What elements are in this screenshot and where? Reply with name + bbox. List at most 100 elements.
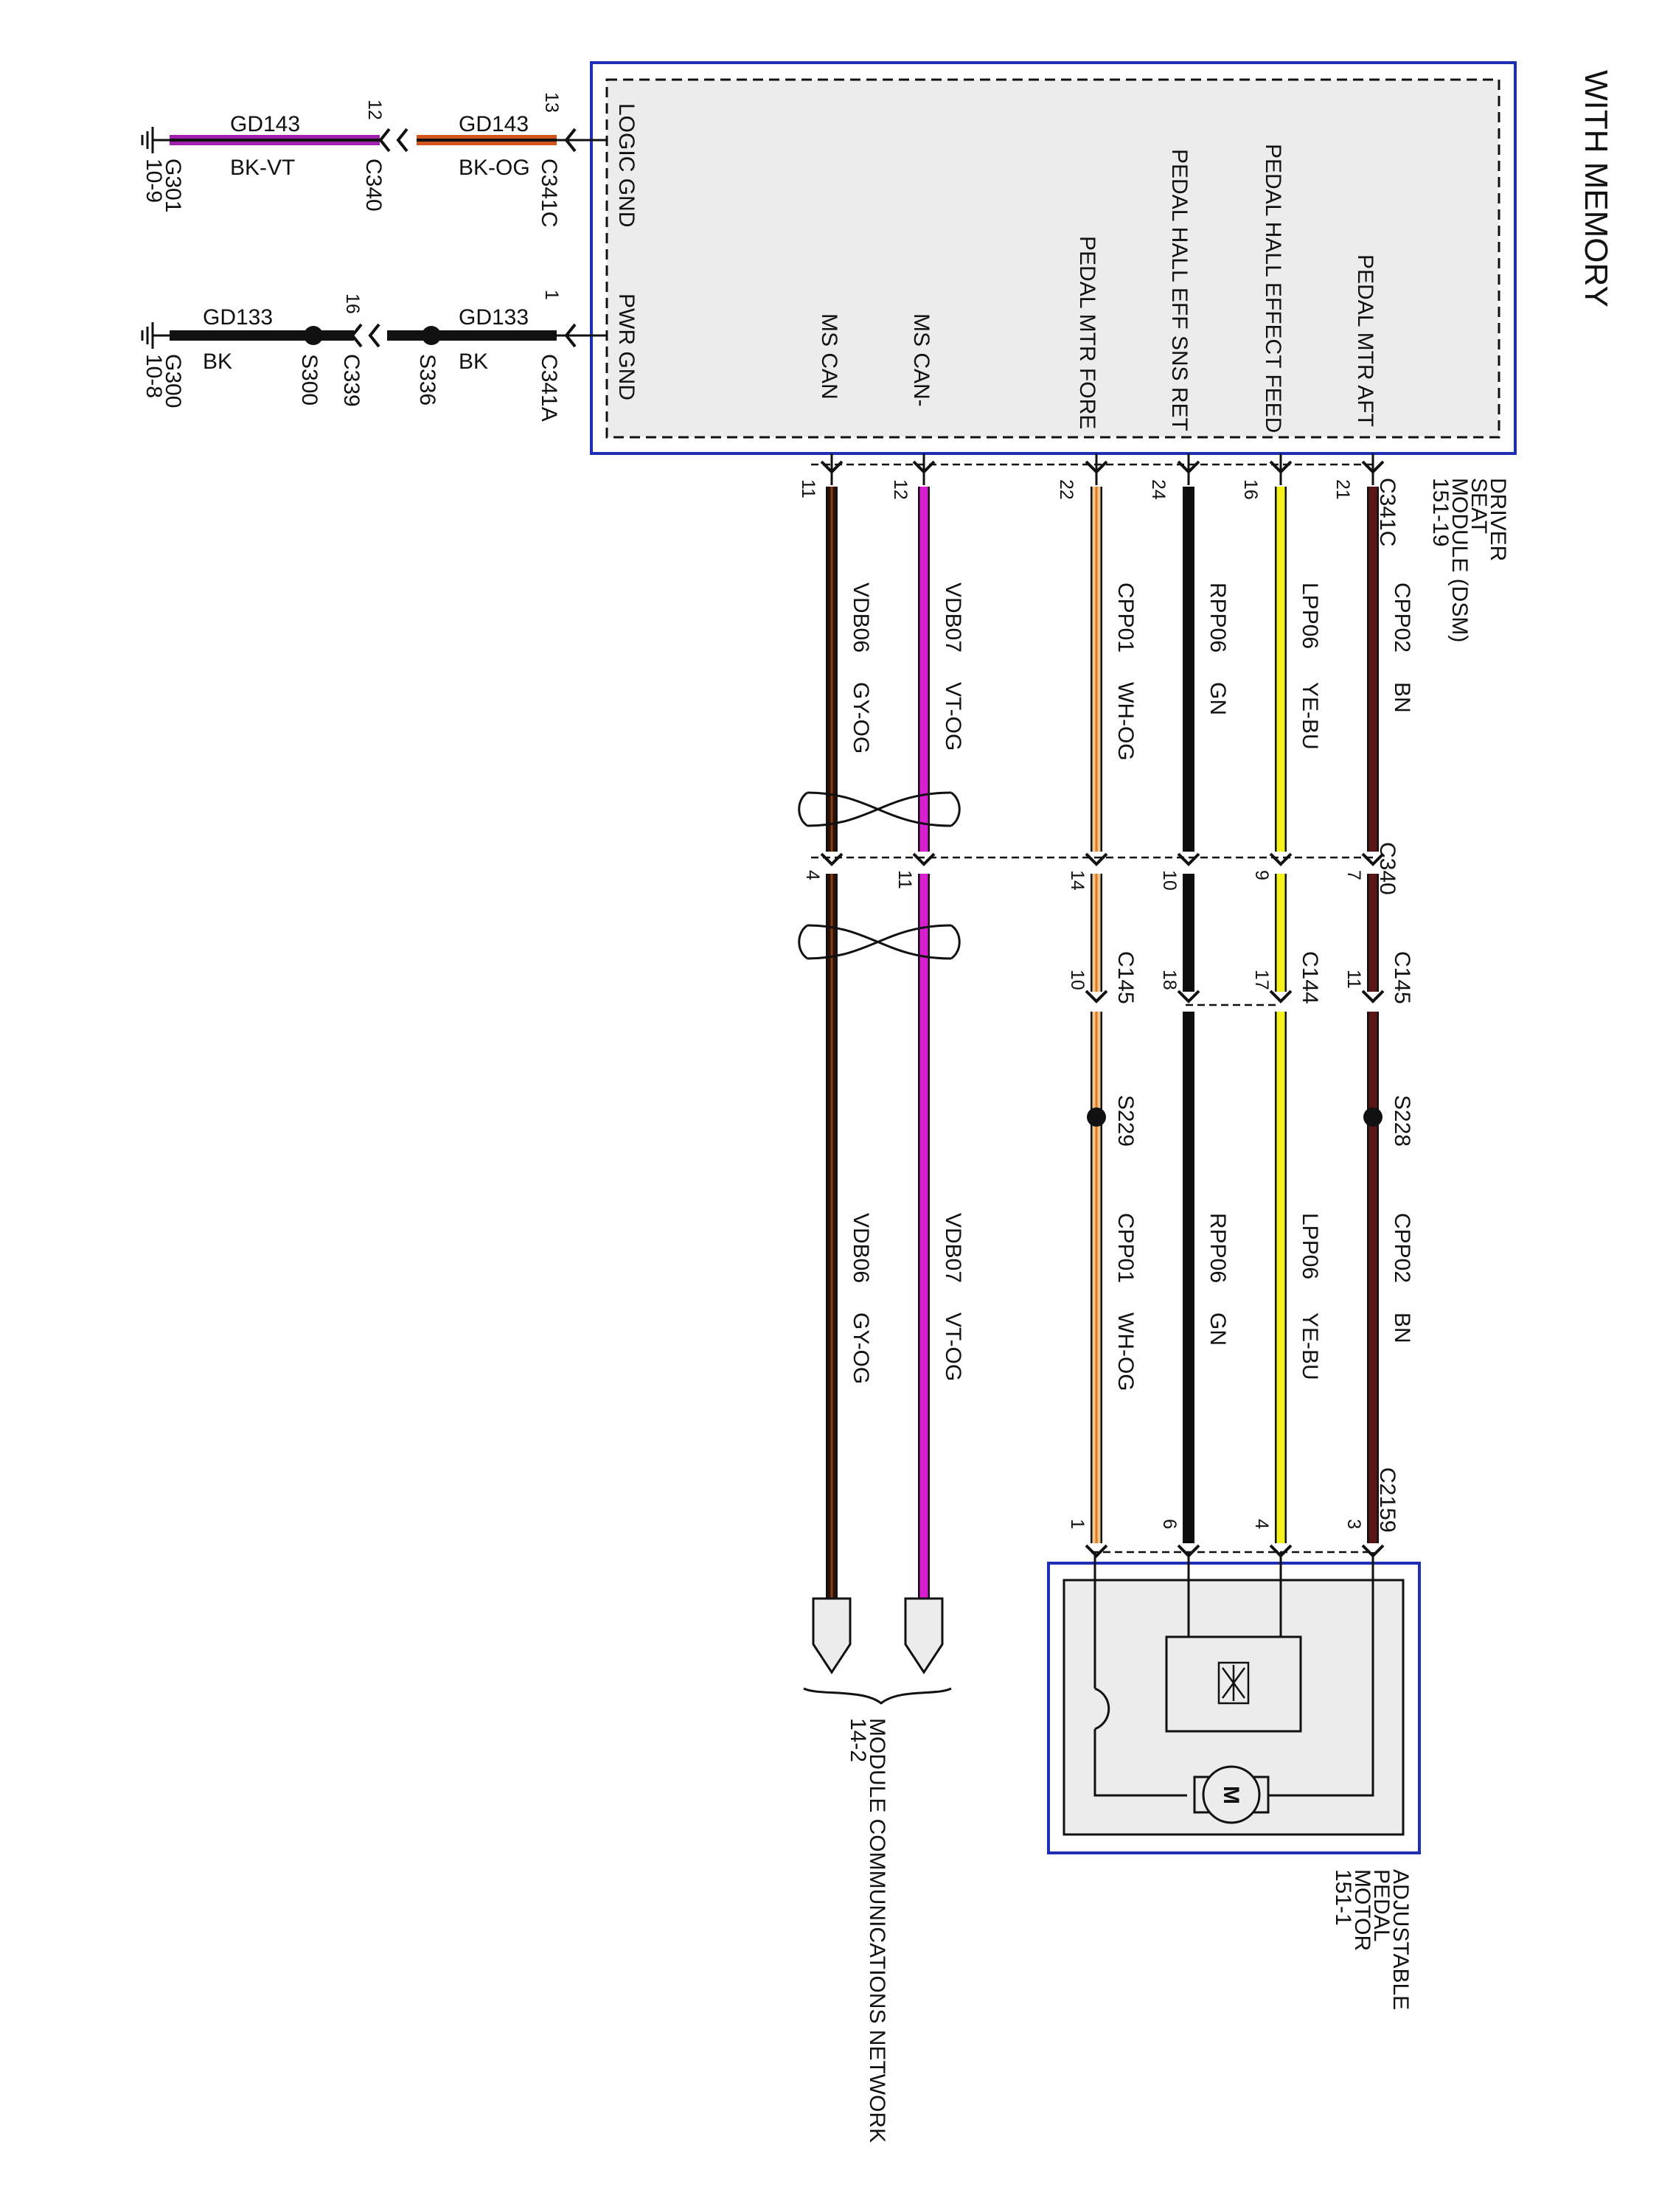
connector-arrow-1 [1269,460,1293,474]
svg-text:SEAT: SEAT [1467,478,1491,534]
svg-text:ADJUSTABLE: ADJUSTABLE [1388,1869,1413,2010]
svg-text:PEDAL MTR AFT: PEDAL MTR AFT [1353,254,1377,427]
dsm-module-inner [605,78,1500,439]
splice-label: S229 [1113,1095,1138,1147]
svg-text:16: 16 [1240,479,1261,500]
c340-pin-number: 7 [1343,870,1364,880]
wire-color-label: BN [1390,682,1414,713]
network-name: MODULE COMMUNICATIONS NETWORK [865,1718,889,2143]
svg-text:S336: S336 [415,354,439,406]
svg-text:MS CAN: MS CAN [817,313,841,400]
svg-text:PEDAL HALL EFF SNS RET: PEDAL HALL EFF SNS RET [1167,149,1192,431]
motor-box [1047,1562,1421,1854]
svg-text:PEDAL HALL EFFECT FEED: PEDAL HALL EFFECT FEED [1261,144,1285,433]
dsm-name: DRIVER SEAT MODULE (DSM) 151-19 [1428,478,1510,642]
connector-arrow-5 [820,852,844,866]
page-title: WITH MEMORY [1578,70,1614,307]
svg-text:PEDAL: PEDAL [1369,1869,1394,1941]
svg-text:PEDAL MTR FORE: PEDAL MTR FORE [1075,236,1099,429]
connector-arrow-2 [1177,990,1200,1004]
svg-text:GD143: GD143 [459,112,529,136]
connector-arrow-0 [1361,460,1385,474]
wire-color-label: WH-OG [1113,682,1138,761]
connector-arrow-3 [1085,1544,1108,1558]
svg-text:1: 1 [541,290,562,300]
wire-circuit-label-lower: VDB07 [941,1213,965,1283]
wire-color-label-lower: GN [1206,1312,1230,1346]
svg-text:12: 12 [364,100,385,120]
c145-pin-number: 10 [1067,970,1088,990]
connector-arrow-4 [912,460,936,474]
motor-name: ADJUSTABLE PEDAL MOTOR 151-1 [1331,1869,1413,2010]
ground-circuit-power-labels: GD133 BK GD133 BK 1 C341A S336 16 C339 S… [142,290,562,422]
c145-connector-label: C145 [1390,951,1414,1004]
svg-text:22: 22 [1056,479,1077,500]
connector-arrow-2 [1177,852,1200,866]
ground-circuit-logic-labels: GD143 BK-OG GD143 BK-VT 13 C341C 12 C340… [142,92,562,227]
svg-text:BK: BK [203,349,232,374]
wire-color-label-lower: VT-OG [941,1312,965,1381]
c340-pin-number: 9 [1251,870,1272,880]
connector-arrow-5 [820,460,844,474]
svg-text:21: 21 [1332,479,1353,500]
wire-color-label-lower: GY-OG [849,1312,873,1384]
c2159-label: C2159 [1375,1467,1399,1532]
wire-circuit-label: RPP06 [1206,582,1230,653]
svg-text:GD133: GD133 [459,305,529,330]
svg-text:BK-VT: BK-VT [230,156,295,180]
svg-text:S300: S300 [297,354,321,406]
svg-text:C339: C339 [339,354,364,407]
splice-dot-0 [1363,1107,1382,1127]
svg-text:G301: G301 [161,159,185,212]
svg-text:13: 13 [541,92,562,113]
connector-arrow-2 [1177,460,1200,474]
svg-text:10-9: 10-9 [142,159,166,203]
wire-circuit-label-lower: VDB06 [849,1213,873,1283]
network-connector-vdb07 [904,1597,944,1674]
wire-color-label: GN [1206,682,1230,715]
wire-circuit-label-lower: RPP06 [1206,1213,1230,1283]
wire-circuit-label: LPP06 [1298,582,1322,649]
splice-dot-3 [1087,1107,1106,1127]
wire-color-label: YE-BU [1298,682,1322,750]
svg-text:24: 24 [1148,479,1169,500]
ground-circuit-power [141,322,607,349]
c2159-pin-number: 6 [1159,1519,1180,1529]
svg-text:BK: BK [459,349,488,374]
svg-text:151-19: 151-19 [1428,478,1453,546]
svg-text:GD143: GD143 [230,112,300,136]
svg-text:12: 12 [890,479,911,500]
connector-arrow-3 [1085,990,1108,1004]
network-brace [803,1687,952,1705]
motor-internal-wiring [1093,1552,1374,1797]
svg-text:11: 11 [798,479,818,498]
splice-label: S228 [1390,1095,1414,1147]
wire-circuit-label-lower: CPP01 [1113,1213,1138,1283]
svg-text:151-1: 151-1 [1331,1869,1355,1926]
wire-circuit-label: CPP02 [1390,582,1414,653]
wire-circuit-label: CPP01 [1113,582,1138,653]
c145-pin-number: 11 [1343,970,1364,989]
connector-arrow-3 [1085,460,1108,474]
connector-arrow-1 [1269,852,1293,866]
connector-arrow-4 [912,852,936,866]
c2159-pin-number: 4 [1251,1519,1272,1529]
wire-color-label-lower: YE-BU [1298,1312,1322,1380]
twisted-pair-upper [798,791,961,827]
svg-text:PWR GND: PWR GND [614,293,639,400]
dsm-pin-numbers: 21 16 24 22 12 11 [798,479,1353,500]
svg-text:C341A: C341A [537,354,561,422]
svg-text:G300: G300 [161,354,185,408]
c145-pin-number: 18 [1159,970,1180,990]
svg-text:M: M [1219,1786,1243,1804]
wire-circuit-label: VDB07 [941,582,965,653]
svg-text:MS CAN-: MS CAN- [909,313,933,407]
dsm-pin-labels: PEDAL MTR AFT PEDAL HALL EFFECT FEED PED… [614,103,1377,433]
twisted-pair-lower [798,924,961,960]
motor-icon: M [1193,1765,1270,1824]
dsm-module-box [590,61,1517,455]
network-connector-vdb06 [812,1597,852,1674]
c145-connector-label: C144 [1298,951,1322,1004]
